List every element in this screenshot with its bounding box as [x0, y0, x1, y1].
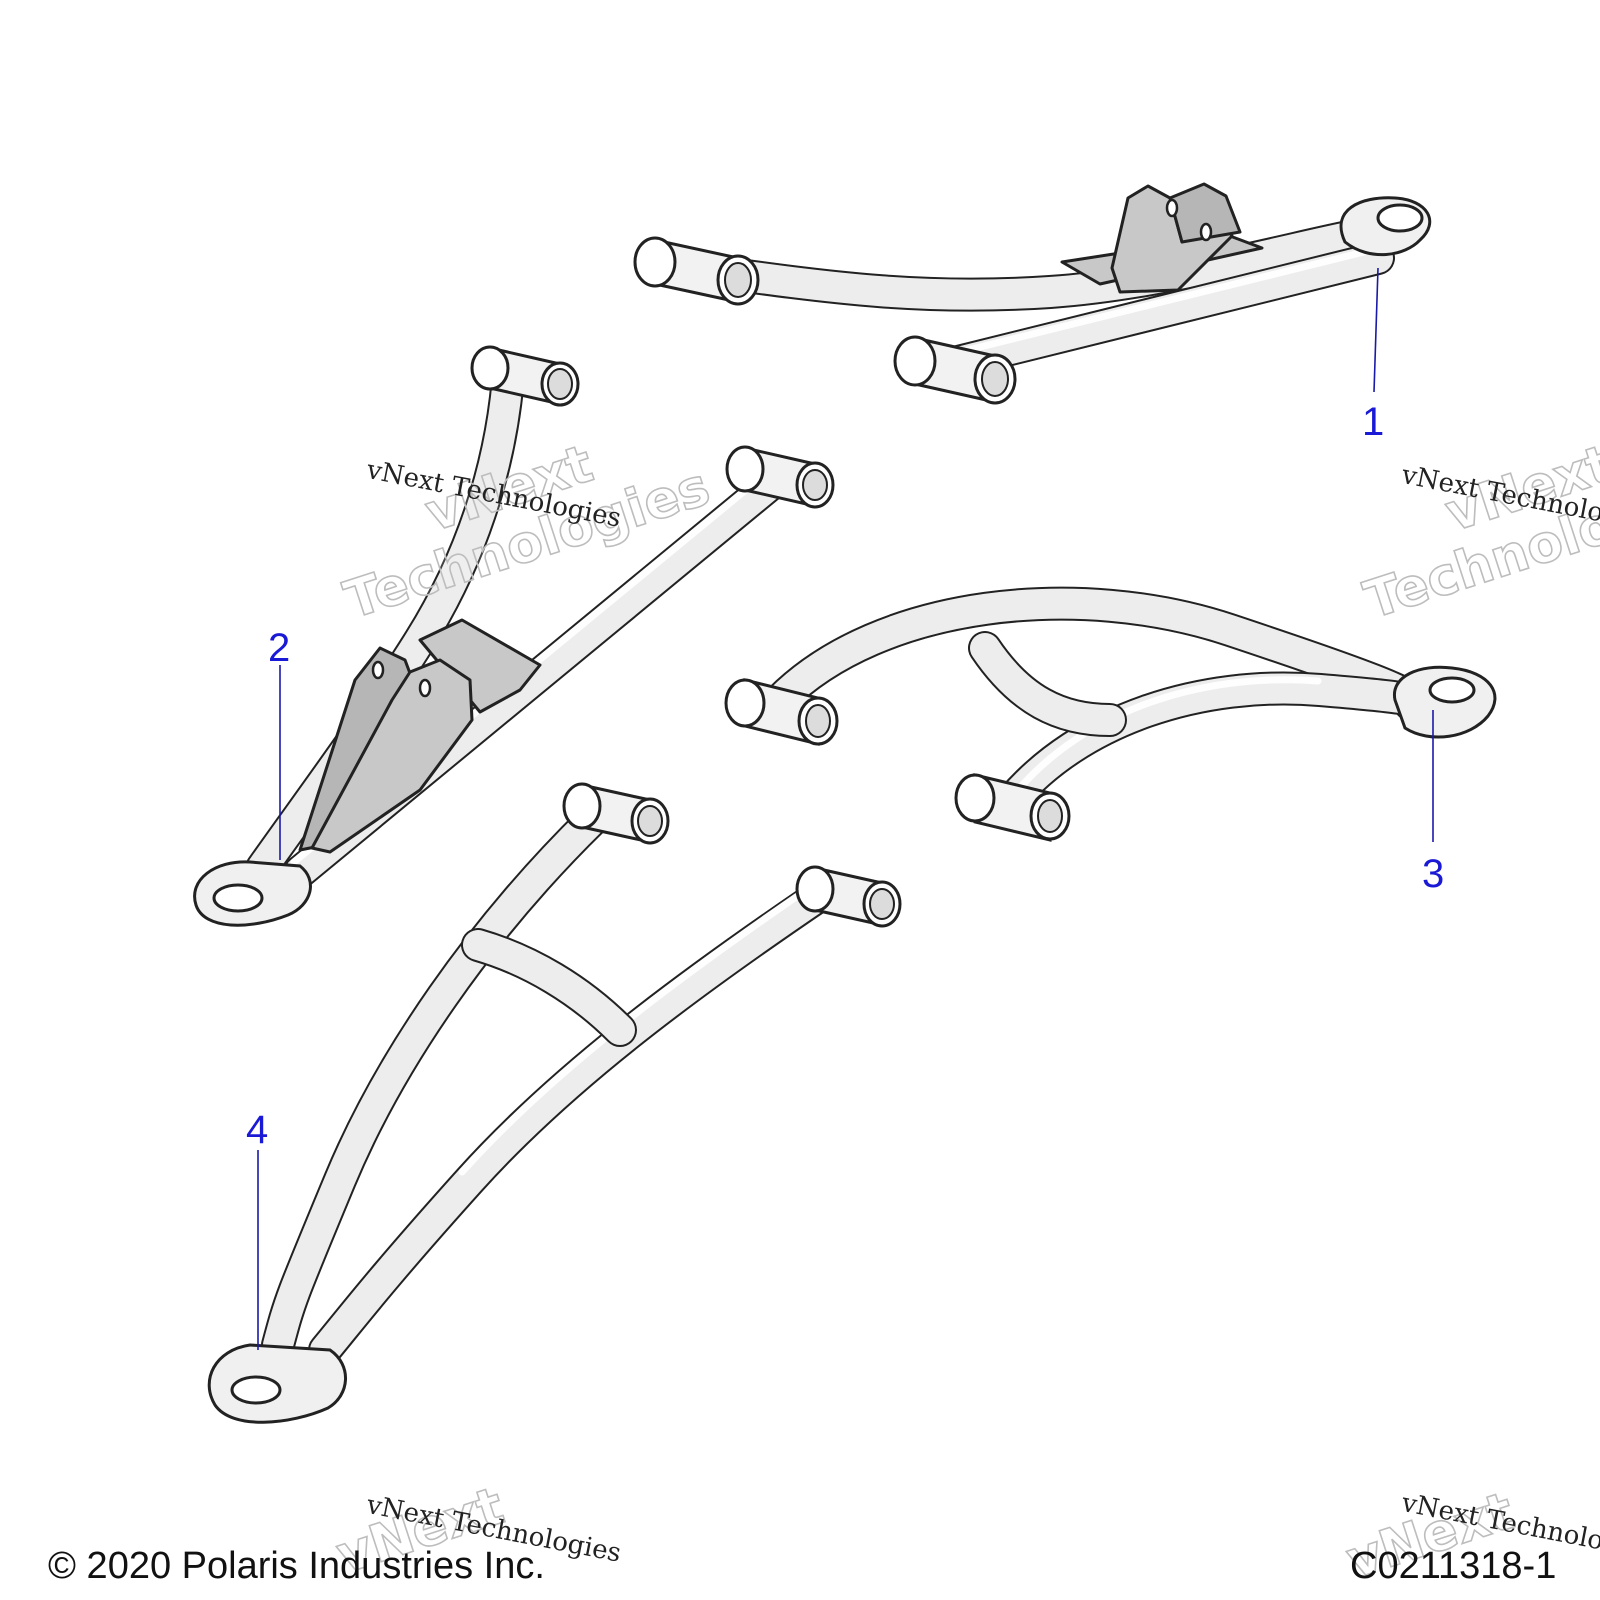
part-4-bushing-top	[562, 782, 670, 845]
diagram-code: C0211318-1	[1350, 1545, 1557, 1587]
part-3-control-arm	[724, 586, 1497, 842]
part-4-control-arm	[207, 782, 902, 1424]
part-3-bushing-front	[954, 773, 1071, 842]
part-1-bushing-front	[893, 335, 1017, 405]
callout-4: 4	[246, 1108, 269, 1152]
part-1-control-arm	[633, 182, 1432, 405]
part-2-control-arm	[193, 345, 835, 927]
part-2-bushing-right	[725, 445, 835, 509]
part-3-bushing-rear	[724, 678, 839, 746]
part-4-bushing-right	[795, 865, 902, 928]
part-2-bushing-top	[470, 345, 580, 407]
copyright-text: © 2020 Polaris Industries Inc.	[48, 1545, 545, 1587]
callout-3: 3	[1422, 852, 1445, 896]
callout-2: 2	[268, 626, 291, 670]
part-1-bushing-rear	[633, 236, 760, 306]
leader-line-1	[1373, 267, 1379, 393]
callout-1: 1	[1362, 400, 1385, 444]
